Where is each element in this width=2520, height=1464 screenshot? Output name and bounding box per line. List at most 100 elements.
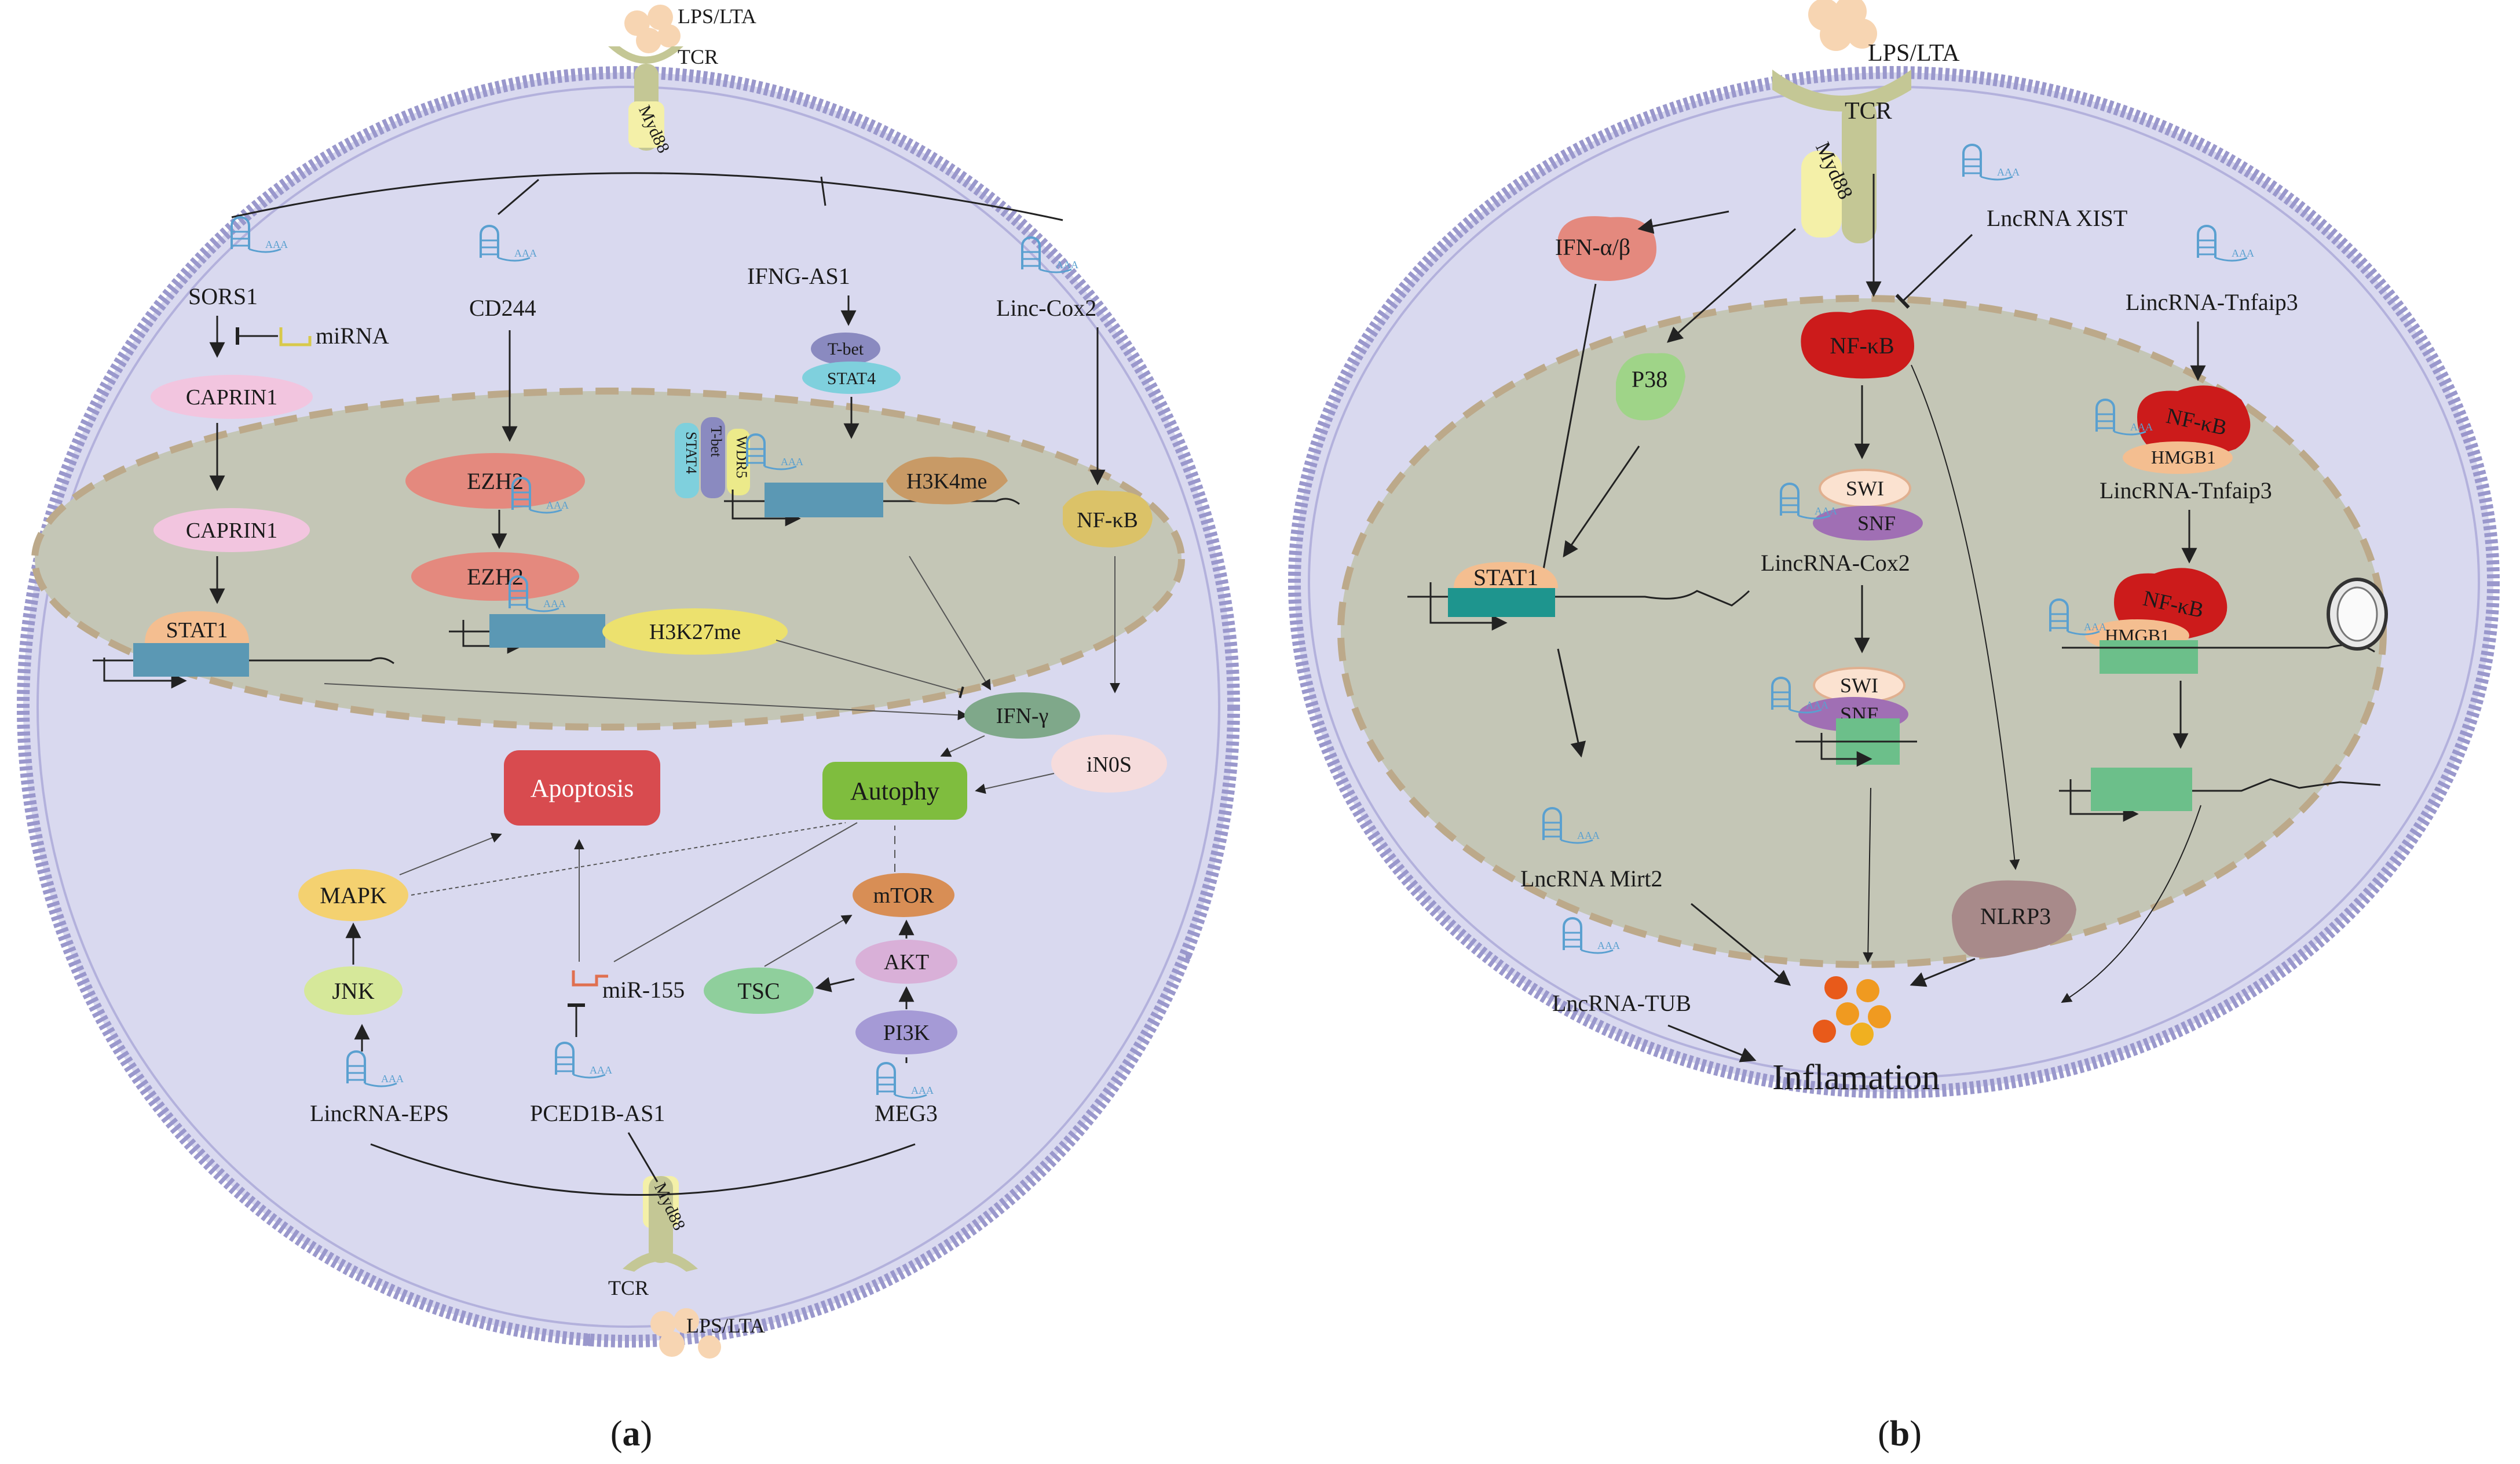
stat4-vertical-shape bbox=[675, 423, 699, 498]
panel-a-bottom-receptor bbox=[623, 1176, 721, 1359]
apoptosis-box bbox=[504, 750, 660, 826]
stat1-shape-b bbox=[1454, 562, 1558, 588]
meg3-label: MEG3 bbox=[875, 1100, 938, 1126]
nfkb-shape bbox=[1063, 490, 1153, 547]
lincrna-eps-label: LincRNA-EPS bbox=[310, 1100, 449, 1126]
lps-top-label: LPS/LTA bbox=[678, 5, 756, 28]
nfkb-label-b: NF-κB bbox=[1830, 333, 1894, 359]
tsc-shape bbox=[704, 968, 814, 1014]
swi2-label: SWI bbox=[1840, 674, 1878, 697]
sors1-label: SORS1 bbox=[188, 283, 258, 309]
jnk-shape bbox=[304, 966, 403, 1015]
ifn-gamma-shape bbox=[964, 692, 1080, 739]
pi3k-label: PI3K bbox=[883, 1021, 930, 1045]
tnfaip3-top-label: LincRNA-Tnfaip3 bbox=[2126, 289, 2298, 315]
ezh2-gene-box bbox=[489, 614, 605, 648]
tcr-bottom-label: TCR bbox=[608, 1276, 649, 1299]
tub-label: LncRNA-TUB bbox=[1552, 990, 1691, 1016]
akt-label: AKT bbox=[884, 950, 929, 974]
p38-label: P38 bbox=[1632, 366, 1667, 392]
stat1-shape bbox=[145, 611, 249, 643]
stat1-label-b: STAT1 bbox=[1473, 564, 1538, 590]
bottom-connector-arc bbox=[370, 1143, 916, 1196]
mir155-label: miR-155 bbox=[602, 977, 685, 1003]
swi-label: SWI bbox=[1846, 477, 1884, 500]
h3k4me-label: H3K4me bbox=[906, 469, 987, 494]
tcr-top-label: TCR bbox=[678, 45, 718, 68]
ifn-ab-shape bbox=[1558, 216, 1656, 281]
inos-shape bbox=[1051, 735, 1167, 793]
akt-shape bbox=[855, 940, 957, 984]
hmgb1-shape bbox=[2123, 441, 2233, 474]
h3k27me-shape bbox=[602, 608, 788, 655]
ifn-ab-label: IFN-α/β bbox=[1555, 234, 1630, 260]
stat1-label: STAT1 bbox=[166, 618, 228, 642]
nfkb2-shape bbox=[2137, 385, 2251, 458]
xist-label: LncRNA XIST bbox=[1987, 205, 2127, 231]
nlrp3-label: NLRP3 bbox=[1980, 903, 2051, 929]
nucleosome-icon bbox=[2327, 578, 2388, 651]
h3k27me-label: H3K27me bbox=[649, 620, 741, 644]
ifng-as1-label: IFNG-AS1 bbox=[747, 263, 850, 289]
linc-cox2-label: Linc-Cox2 bbox=[996, 295, 1096, 321]
nfkb-shape-b bbox=[1801, 309, 1914, 379]
autophy-label: Autophy bbox=[850, 777, 939, 805]
mtor-shape bbox=[853, 873, 954, 917]
mirt2-label: LncRNA Mirt2 bbox=[1520, 866, 1663, 892]
pi3k-shape bbox=[855, 1010, 957, 1054]
ezh2-b-shape bbox=[411, 552, 579, 601]
snf-shape bbox=[1813, 506, 1923, 541]
mir155-icon bbox=[572, 970, 608, 987]
caprin1-cyto-label: CAPRIN1 bbox=[186, 385, 277, 410]
lps-bottom-label: LPS/LTA bbox=[686, 1314, 765, 1337]
caprin1-nuc-shape bbox=[153, 508, 310, 552]
ifng-gene-box bbox=[765, 483, 883, 517]
mapk-shape bbox=[298, 869, 408, 921]
stat1-gene-box bbox=[133, 643, 249, 677]
tbet-label: T-bet bbox=[828, 339, 864, 359]
nfkb-label: NF-κB bbox=[1077, 508, 1138, 532]
panel-a: LPS/LTA TCR Myd88 Myd88 TCR LPS/LTA SORS… bbox=[17, 5, 1240, 1454]
mtor-label: mTOR bbox=[873, 883, 935, 908]
mirna-label: miRNA bbox=[316, 323, 389, 349]
panel-a-cell-membrane-inner bbox=[36, 86, 1220, 1328]
mapk-label: MAPK bbox=[320, 882, 387, 908]
h3k4me-shape bbox=[886, 457, 1008, 505]
panel-b-receptor bbox=[1772, 0, 1911, 243]
nlrp3-shape bbox=[1952, 880, 2076, 958]
lps-label: LPS/LTA bbox=[1868, 40, 1960, 67]
tnfaip3-gene-box bbox=[2100, 640, 2198, 674]
final-gene-box bbox=[2091, 768, 2192, 811]
hmgb1-label: HMGB1 bbox=[2151, 447, 2216, 468]
tbet-vertical-label: T-bet bbox=[708, 426, 725, 458]
cd244-label: CD244 bbox=[469, 295, 536, 321]
panel-b-caption: (b) bbox=[1878, 1414, 1922, 1454]
tbet-shape bbox=[811, 333, 880, 365]
wdr5-vertical-shape bbox=[727, 429, 750, 495]
stat4-vertical-label: STAT4 bbox=[683, 432, 700, 474]
autophy-box bbox=[822, 762, 967, 820]
p38-shape bbox=[1616, 353, 1685, 421]
inos-label: iN0S bbox=[1087, 753, 1132, 777]
inflammation-particles bbox=[1813, 976, 1891, 1046]
top-connector-arc bbox=[231, 172, 1063, 221]
apoptosis-label: Apoptosis bbox=[531, 774, 634, 802]
tcr-label: TCR bbox=[1845, 98, 1892, 125]
ifn-gamma-label: IFN-γ bbox=[996, 704, 1049, 728]
snf-label: SNF bbox=[1857, 512, 1896, 535]
inflamation-label: Inflamation bbox=[1772, 1058, 1940, 1097]
panel-b: LPS/LTA TCR Myd88 LncRNA XIST IFN-α/β P3… bbox=[1288, 0, 2500, 1454]
mirna-icon bbox=[279, 327, 312, 346]
tbet-vertical-shape bbox=[701, 417, 725, 498]
caprin1-cyto-shape bbox=[151, 375, 313, 419]
tsc-label: TSC bbox=[737, 978, 780, 1004]
pced1b-label: PCED1B-AS1 bbox=[530, 1100, 665, 1126]
stat1-gene-box-b bbox=[1448, 588, 1555, 617]
caprin1-nuc-label: CAPRIN1 bbox=[186, 519, 277, 543]
lincrna-cox2-label: LincRNA-Cox2 bbox=[1761, 550, 1910, 576]
jnk-label: JNK bbox=[332, 978, 374, 1004]
panel-a-top-receptor bbox=[608, 5, 683, 151]
stat4-label: STAT4 bbox=[827, 369, 876, 388]
stat4-shape bbox=[802, 362, 901, 394]
